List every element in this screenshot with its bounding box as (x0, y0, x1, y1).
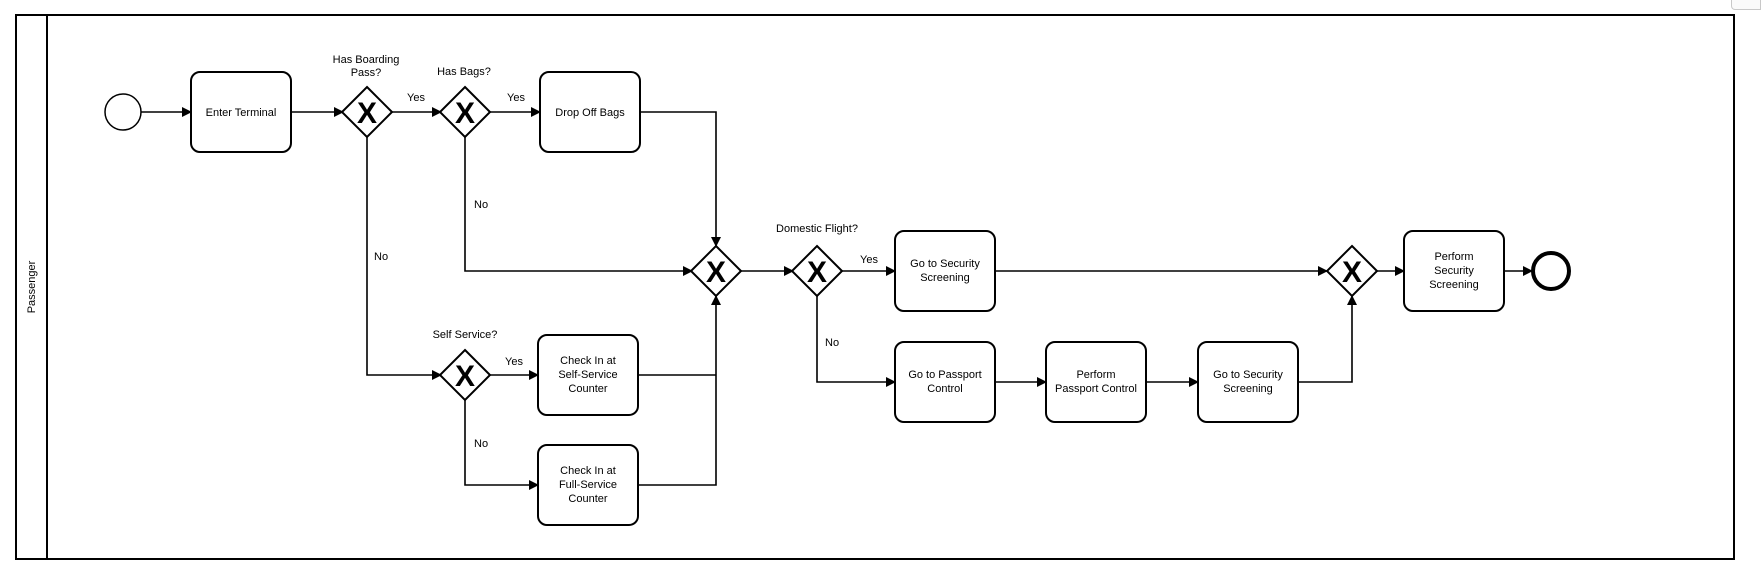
gateway-self-service: X Self Service? (433, 329, 498, 402)
lane-label: Passenger (26, 260, 38, 313)
task-label-line-2: Passport Control (1055, 383, 1137, 395)
task-label-line-1: Go to Passport (908, 369, 981, 381)
task-label-line-2: Self-Service (558, 369, 617, 381)
task-go-to-passport-control: Go to Passport Control (894, 341, 996, 423)
task-label-line-1: Go to Security (1213, 369, 1283, 381)
flow-domestic-no (816, 295, 896, 387)
gateway-question: Has Bags? (437, 66, 491, 78)
task-label-line-2: Control (927, 383, 962, 395)
flow-label-bags-no: No (474, 199, 488, 211)
gateway-merge-checkin: X (689, 244, 743, 298)
gateway-question: Self Service? (433, 329, 498, 341)
task-perform-security-screening: Perform Security Screening (1403, 230, 1505, 312)
task-label: Drop Off Bags (555, 107, 625, 119)
gateway-question-line-1: Has Boarding (333, 54, 400, 66)
task-label-line-1: Check In at (560, 355, 616, 367)
gateway-has-boarding-pass: X Has Boarding Pass? (333, 54, 400, 139)
flow-label-domestic-no: No (825, 337, 839, 349)
exclusive-gateway-x-icon: X (455, 360, 475, 393)
task-label-line-2: Security (1434, 265, 1474, 277)
flow-label-domestic-yes: Yes (860, 254, 878, 266)
task-label-line-1: Go to Security (910, 258, 980, 270)
task-label-line-2: Screening (1223, 383, 1273, 395)
task-label: Enter Terminal (206, 107, 277, 119)
exclusive-gateway-x-icon: X (1342, 256, 1362, 289)
gateway-question: Domestic Flight? (776, 223, 858, 235)
sequence-flows (141, 107, 1533, 490)
task-label-line-2: Full-Service (559, 479, 617, 491)
flow-self-no (464, 399, 539, 490)
task-label-line-3: Screening (1429, 279, 1479, 291)
task-go-to-security-screening: Go to Security Screening (894, 230, 996, 312)
flow-fullservice-to-merge (638, 295, 721, 486)
task-label-line-1: Perform (1076, 369, 1115, 381)
start-event (104, 93, 142, 131)
exclusive-gateway-x-icon: X (455, 97, 475, 130)
flow-label-boarding-no: No (374, 251, 388, 263)
gateway-merge-security: X (1325, 244, 1379, 298)
exclusive-gateway-x-icon: X (357, 97, 377, 130)
gateway-domestic-flight: X Domestic Flight? (776, 223, 858, 298)
task-drop-off-bags: Drop Off Bags (539, 71, 641, 153)
flow-security2-to-merge (1298, 295, 1357, 383)
flow-boarding-no (366, 136, 442, 380)
task-go-to-security-screening-2: Go to Security Screening (1197, 341, 1299, 423)
task-label-line-2: Screening (920, 272, 970, 284)
flow-dropoff-to-merge (640, 111, 721, 247)
flow-label-bags-yes: Yes (507, 92, 525, 104)
flow-bags-no (464, 136, 693, 276)
task-perform-passport-control: Perform Passport Control (1045, 341, 1147, 423)
task-label-line-1: Check In at (560, 465, 616, 477)
task-label-line-3: Counter (568, 383, 607, 395)
task-label-line-1: Perform (1434, 251, 1473, 263)
flow-label-self-no: No (474, 438, 488, 450)
exclusive-gateway-x-icon: X (807, 256, 827, 289)
task-check-in-full-service: Check In at Full-Service Counter (537, 444, 639, 526)
flow-label-self-yes: Yes (505, 356, 523, 368)
flow-condition-labels: Yes No Yes No Yes No Yes No (374, 92, 878, 450)
gateway-has-bags: X Has Bags? (437, 66, 492, 139)
exclusive-gateway-x-icon: X (706, 256, 726, 289)
end-event (1531, 251, 1571, 291)
task-label-line-3: Counter (568, 493, 607, 505)
task-enter-terminal: Enter Terminal (190, 71, 292, 153)
task-check-in-self-service: Check In at Self-Service Counter (537, 334, 639, 416)
flow-label-boarding-yes: Yes (407, 92, 425, 104)
gateway-question-line-2: Pass? (351, 67, 382, 79)
